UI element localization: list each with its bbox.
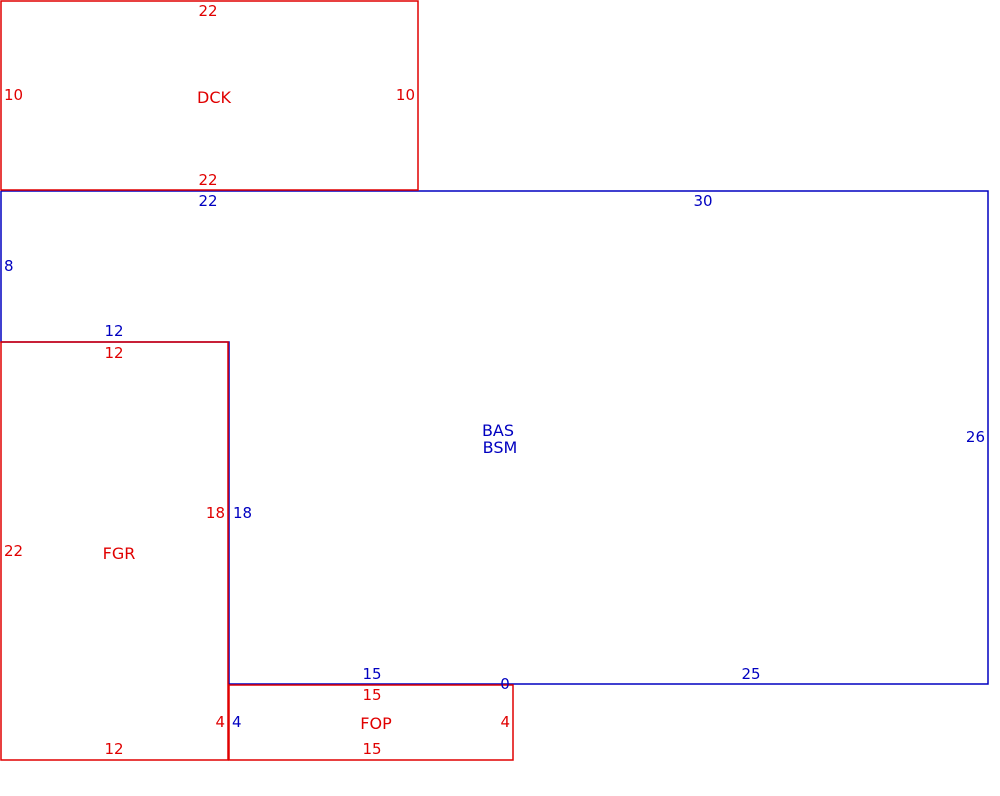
fgr-bottom-dimension: 12 — [104, 740, 123, 758]
fgr-right-dimension: 18 — [206, 504, 225, 522]
bas-right-dimension: 26 — [966, 428, 985, 446]
dck-left-dimension: 10 — [4, 86, 23, 104]
fgr-area-code: FGR — [103, 544, 136, 563]
fop-bottom-dimension: 15 — [362, 740, 381, 758]
fop-area-code: FOP — [360, 714, 392, 733]
dck-bottom-dimension: 22 — [198, 171, 217, 189]
fop-top-dimension: 15 — [362, 686, 381, 704]
fgr-outline — [0, 341, 229, 761]
dck-outline — [0, 0, 419, 191]
bas-inner-small-dimension: 4 — [232, 713, 242, 731]
bas-left-dimension: 8 — [4, 257, 14, 275]
fgr-left-dimension: 22 — [4, 542, 23, 560]
bas-bottom-mid-dimension: 15 — [362, 665, 381, 683]
dck-right-dimension: 10 — [396, 86, 415, 104]
bas-area-code: BAS — [482, 421, 514, 440]
fgr-right-small-dimension: 4 — [215, 713, 225, 731]
bas-bottom-right-dimension: 25 — [741, 665, 760, 683]
bas-top-left-dimension: 22 — [198, 192, 217, 210]
bsm-area-code: BSM — [483, 438, 518, 457]
dck-area-code: DCK — [197, 88, 231, 107]
fop-right-dimension: 4 — [500, 713, 510, 731]
dck-top-dimension: 22 — [198, 2, 217, 20]
bas-top-right-dimension: 30 — [693, 192, 712, 210]
bas-step-dimension: 12 — [104, 322, 123, 340]
fgr-top-dimension: 12 — [104, 344, 123, 362]
fop-outline — [228, 684, 514, 761]
bas-inner-vertical-dimension: 18 — [233, 504, 252, 522]
bas-bottom-zero-dimension: 0 — [500, 675, 510, 693]
